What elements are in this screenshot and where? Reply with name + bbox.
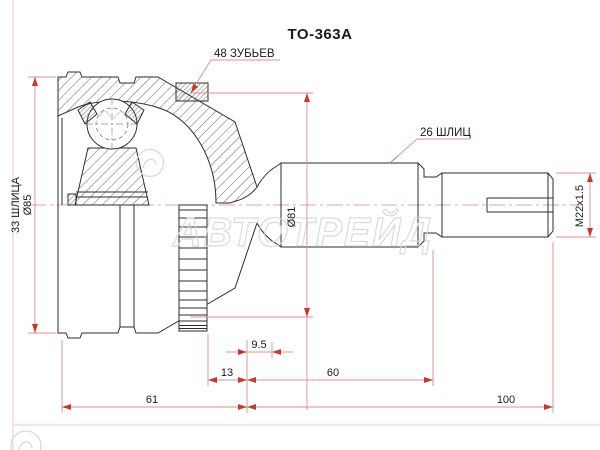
catalog-frame [12, 0, 600, 450]
watermark-script-squiggle [99, 110, 126, 120]
thread-label: M22x1.5 [574, 185, 586, 227]
body-od-label: Ø81 [286, 207, 298, 228]
watermark-logo-circle [135, 148, 165, 178]
cotter-slot [486, 197, 553, 213]
extension-lines [61, 242, 554, 413]
dim-ring-offset: 9.5 [226, 339, 293, 355]
teeth-callout-text: 48 ЗУБЬЕВ [214, 48, 275, 60]
shaft-length-value: 60 [327, 367, 339, 379]
abs-ring-teeth-band [178, 204, 208, 332]
housing-outline-lower [57, 77, 258, 339]
housing-od-label: Ø85 [22, 195, 34, 216]
watermark-brand-text: АВТОТРЕЙД [172, 208, 433, 255]
cage-section-left [77, 101, 98, 125]
stub-length-value: 100 [497, 394, 515, 406]
dim-body-length: 61 [62, 394, 247, 410]
dim-body-od: Ø81 [190, 92, 313, 410]
body-length-value: 61 [146, 394, 158, 406]
part-number-title: TO-363A [288, 26, 353, 43]
ring-offset-value: 9.5 [251, 339, 266, 351]
dim-thread: M22x1.5 [556, 172, 596, 238]
dim-shaft-length: 60 [247, 367, 433, 383]
circlip-section [67, 193, 77, 206]
joint-drawing [30, 71, 583, 339]
stub-shaft-outline [256, 162, 554, 248]
watermark-corner-logo [10, 430, 42, 450]
dim-stub-length: 100 [247, 394, 553, 410]
watermark-layer: АВТОТРЕЙД [10, 110, 433, 450]
callout-teeth: 48 ЗУБЬЕВ [190, 48, 280, 93]
dim-housing-od: 33 ШЛИЦА Ø85 [10, 76, 56, 334]
stub-splines-callout-text: 26 ШЛИЦ [420, 127, 471, 139]
callout-stub-splines: 26 ШЛИЦ [390, 127, 471, 163]
cage-section-right [124, 101, 145, 125]
dim-ring-to-face: 13 [208, 367, 247, 383]
housing-splines-label: 33 ШЛИЦА [10, 176, 22, 233]
dimension-layer: 33 ШЛИЦА Ø85 Ø81 M22x1.5 [10, 48, 596, 413]
ring-to-face-value: 13 [221, 367, 233, 379]
